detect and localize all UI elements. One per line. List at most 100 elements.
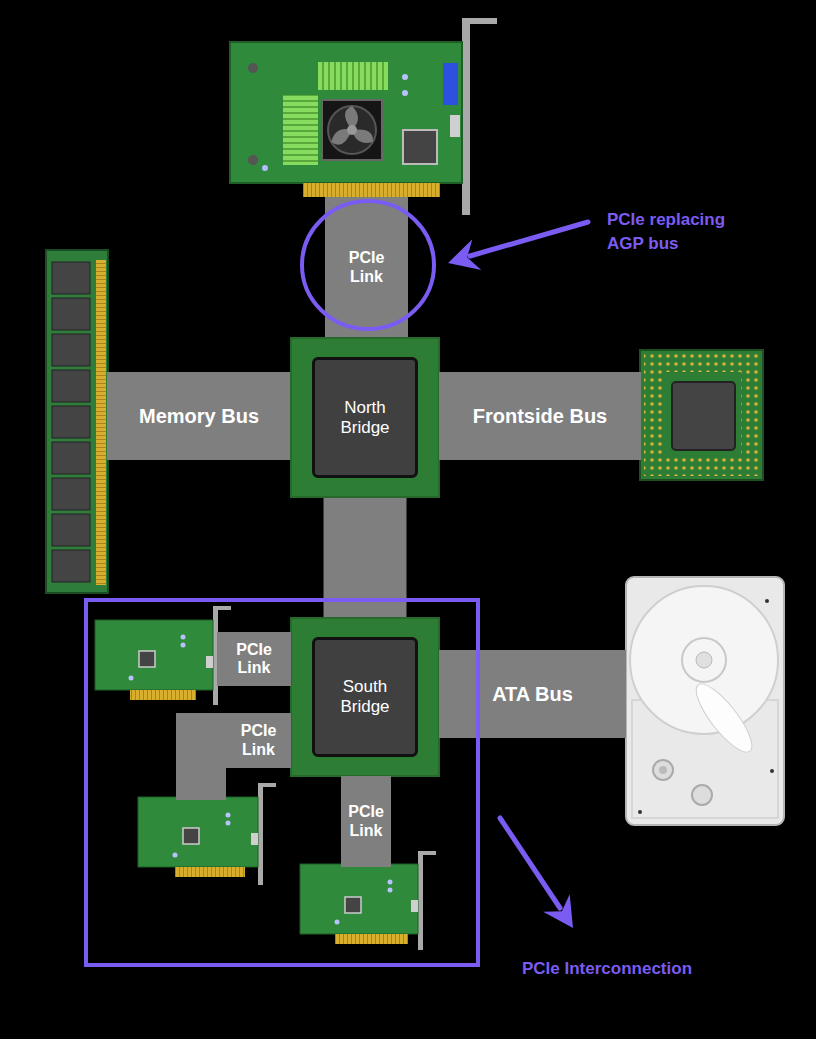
arrow-head (543, 894, 573, 928)
bus-band: PCIe Link (176, 713, 291, 800)
solder-dot (226, 813, 231, 818)
ram-chip (52, 514, 90, 546)
bus-label: Frontside Bus (473, 405, 607, 428)
solder-dot (402, 90, 408, 96)
solder-dot (181, 635, 186, 640)
cpu (640, 350, 763, 480)
callout-wrap: PCIe replacing AGP bus (607, 208, 757, 256)
screw (765, 599, 769, 603)
arrow-shaft (500, 818, 560, 908)
edge-connector (175, 867, 245, 877)
chip-label: South Bridge (340, 677, 389, 716)
bus-band-shape (176, 713, 291, 800)
hard-drive (626, 577, 784, 825)
bus-label: PCIe Link (349, 249, 385, 286)
head-arm (688, 677, 760, 759)
circle-outline (300, 199, 436, 331)
card-latch (450, 115, 460, 137)
region-outline (84, 598, 480, 967)
card-bracket (258, 785, 263, 885)
ram-chip (52, 442, 90, 474)
ram-chip (52, 370, 90, 402)
cpu-pins (644, 354, 759, 476)
cpu-die (672, 382, 735, 450)
callout-wrap: PCIe Interconnection (522, 957, 692, 981)
card-chip (345, 897, 361, 913)
bus-text-wrap: PCIe Link (226, 713, 291, 768)
bus-band: Memory Bus (107, 372, 291, 460)
card-board (300, 864, 418, 934)
bracket-tab (418, 851, 436, 855)
solder-dot (388, 888, 393, 893)
region-outline (86, 600, 478, 965)
callout-text: PCIe replacing AGP bus (607, 208, 757, 256)
bus-band: ATA Bus (439, 650, 626, 738)
card-bracket (418, 853, 423, 950)
pivot (692, 785, 712, 805)
edge-connector (303, 183, 440, 197)
bus-band: Frontside Bus (439, 372, 641, 460)
solder-dot (262, 165, 268, 171)
card-latch (251, 833, 258, 845)
callout-arrow (500, 818, 573, 928)
pivot-center (659, 766, 667, 774)
chip-box: South Bridge (290, 617, 440, 777)
ram-chip (52, 406, 90, 438)
spindle (696, 652, 712, 668)
callout-arrow (448, 222, 588, 270)
card-chip (139, 651, 155, 667)
ram-chip (52, 478, 90, 510)
solder-dot (173, 853, 178, 858)
ram-chip (52, 262, 90, 294)
bracket-tab (213, 606, 231, 610)
solder-dot (226, 821, 231, 826)
highlight-circle: PCIe replacing AGP busPCIe Link (300, 199, 436, 331)
edge-connector (130, 690, 196, 700)
mount-hole (248, 155, 258, 165)
card-board (230, 42, 462, 183)
bus-label: ATA Bus (492, 683, 573, 706)
drive-case (626, 577, 784, 825)
bracket-tab (258, 783, 276, 787)
ram-board (46, 250, 108, 593)
bus-label: PCIe Link (241, 722, 277, 759)
ram-contacts (96, 260, 106, 585)
solder-dot (402, 74, 408, 80)
arrow-shaft (470, 222, 588, 256)
heatsink (318, 62, 388, 90)
ram-chip (52, 298, 90, 330)
card-latch (411, 900, 418, 912)
graphics-card (230, 18, 497, 215)
ram-chip (52, 334, 90, 366)
spindle-ring (682, 638, 726, 682)
arrow-head (448, 239, 481, 270)
vga-port (443, 63, 458, 105)
chip-text-wrap: South Bridge (292, 619, 438, 775)
fan-hub (347, 125, 357, 135)
bus-band: PCIe Link (341, 776, 391, 867)
card-chip (183, 828, 199, 844)
cpu-package (640, 350, 763, 480)
card-bracket (462, 20, 470, 215)
card-board (95, 620, 213, 690)
solder-dot (181, 643, 186, 648)
bus-label: Memory Bus (139, 405, 259, 428)
bus-band: PCIe Link (325, 197, 408, 338)
heatsink (283, 95, 318, 165)
bus-label: PCIe Link (348, 803, 384, 840)
ram-module (46, 250, 108, 593)
solder-dot (129, 676, 134, 681)
card-chip (403, 130, 437, 164)
solder-dot (388, 880, 393, 885)
callout-text: PCIe Interconnection (522, 957, 692, 981)
highlight-region: PCIe InterconnectionSouth BridgePCIe Lin… (84, 598, 480, 967)
expansion-card (95, 606, 231, 705)
screw (770, 769, 774, 773)
fan-housing (322, 100, 382, 160)
card-board (138, 797, 258, 867)
edge-connector (335, 934, 408, 944)
